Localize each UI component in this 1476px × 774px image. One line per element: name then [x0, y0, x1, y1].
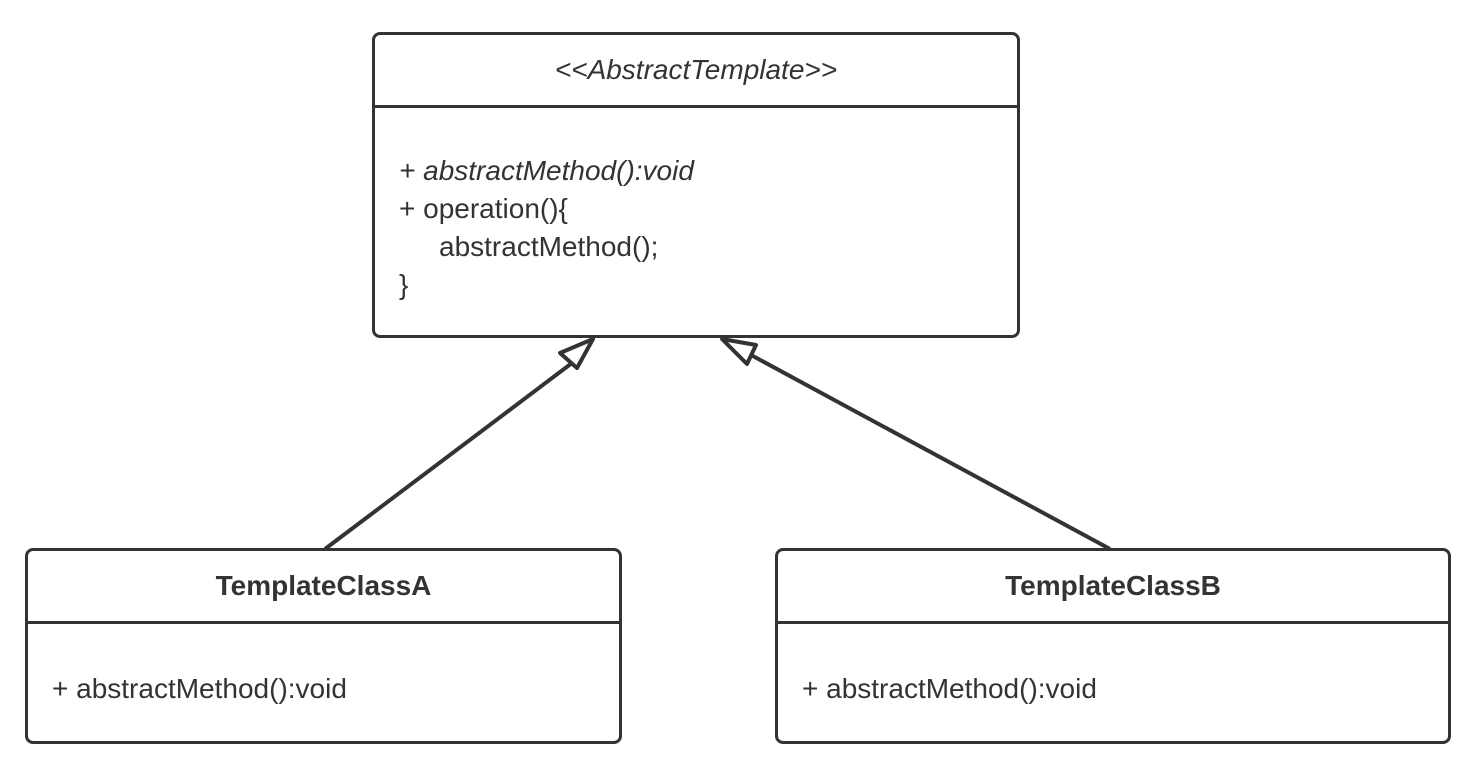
- template-class-a-name: TemplateClassA: [28, 551, 619, 624]
- template-class-a-method: + abstractMethod():void: [52, 673, 347, 704]
- class-b-inheritance-arrowhead: [720, 337, 758, 366]
- operation-method-body: abstractMethod();: [439, 231, 659, 262]
- class-a-inheritance-line: [323, 361, 574, 551]
- template-class-a-methods: + abstractMethod():void: [28, 624, 619, 708]
- operation-method-close: }: [399, 269, 409, 300]
- template-class-b-name: TemplateClassB: [778, 551, 1448, 624]
- abstract-template-class[interactable]: <<AbstractTemplate>> + abstractMethod():…: [372, 32, 1020, 338]
- template-class-b[interactable]: TemplateClassB + abstractMethod():void: [775, 548, 1451, 744]
- abstract-template-class-name: <<AbstractTemplate>>: [375, 35, 1017, 108]
- template-class-b-method: + abstractMethod():void: [802, 673, 1097, 704]
- abstract-method-signature: + abstractMethod():void: [399, 155, 694, 186]
- class-b-inheritance-line: [750, 353, 1111, 551]
- operation-method-signature: + operation(){: [399, 193, 568, 224]
- template-class-b-methods: + abstractMethod():void: [778, 624, 1448, 708]
- template-class-a[interactable]: TemplateClassA + abstractMethod():void: [25, 548, 622, 744]
- class-a-inheritance-arrowhead: [558, 337, 595, 370]
- abstract-template-methods: + abstractMethod():void + operation(){ a…: [375, 108, 1017, 304]
